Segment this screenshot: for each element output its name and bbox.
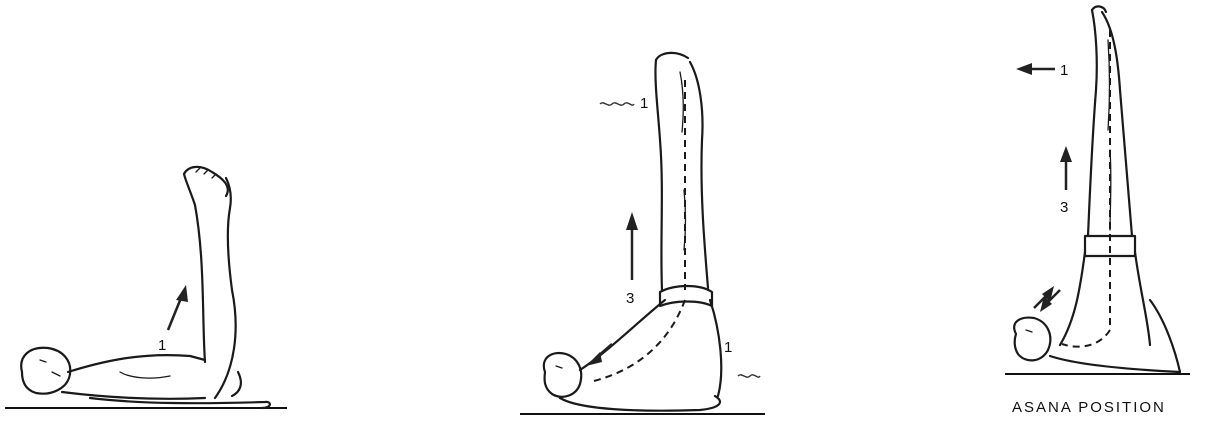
double-arrow	[1034, 286, 1060, 312]
caption: ASANA POSITION	[1012, 399, 1166, 416]
motion-mark	[600, 103, 634, 105]
arrow-up-1	[168, 285, 188, 330]
step-label: 1	[158, 337, 166, 354]
step-label: 1	[640, 95, 648, 112]
arrow-down-left	[586, 344, 612, 366]
figure-3-shoulder-stand: 1 3 ASANA POSITION	[1005, 6, 1190, 416]
motion-mark	[738, 375, 760, 377]
step-label: 1	[724, 339, 732, 356]
step-label: 3	[626, 290, 634, 307]
step-label: 1	[1060, 62, 1068, 79]
figure-1-legs-raised: 1	[5, 167, 287, 408]
step-label: 3	[1060, 199, 1068, 216]
arrow-up-3	[1060, 146, 1072, 190]
arrow-up-3	[626, 212, 638, 280]
figure-2-hips-lifting: 1 3 1	[520, 53, 765, 414]
arrow-left	[1016, 63, 1055, 75]
